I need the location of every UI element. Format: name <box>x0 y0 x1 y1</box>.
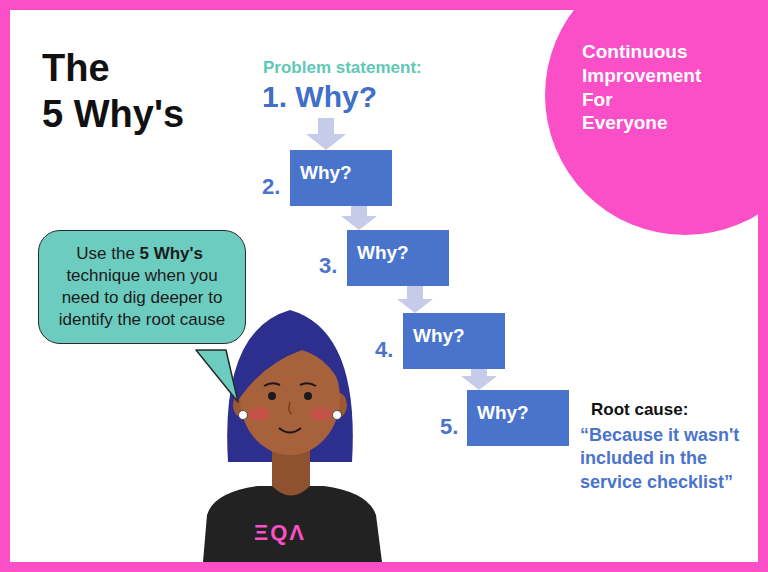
bubble-text: Use the 5 Why's technique when you need to… <box>53 243 231 331</box>
flow-arrow <box>397 286 433 313</box>
flow-arrow <box>306 118 346 150</box>
root-cause-label: Root cause: <box>591 400 688 420</box>
flow-arrow <box>461 369 497 390</box>
why-box: Why? <box>467 390 569 446</box>
step-number: 5. <box>440 414 458 440</box>
why-box: Why? <box>290 150 392 206</box>
box-text: Why? <box>357 242 409 264</box>
badge-text: Continuous Improvement For Everyone <box>582 40 701 135</box>
shirt-logo: ΞQΛ <box>254 520 306 546</box>
why-box: Why? <box>403 313 505 369</box>
step-number: 2. <box>262 174 280 200</box>
step-heading: 1. Why? <box>262 80 377 114</box>
bubble-phrase: Use the <box>76 244 135 263</box>
title: The 5 Why's <box>42 46 222 137</box>
box-text: Why? <box>300 162 352 184</box>
root-cause-quote: “Because it wasn't included in the servi… <box>580 424 740 494</box>
step-number: 4. <box>375 337 393 363</box>
woman-figure <box>203 310 382 562</box>
bubble-phrase: 5 Why's <box>140 244 204 263</box>
flow-arrow <box>341 206 377 230</box>
bubble-tail <box>196 350 238 402</box>
section-label: Problem statement: <box>263 58 422 78</box>
badge-line: Continuous Improvement For Everyone <box>582 40 701 135</box>
badge-circle: Continuous Improvement For Everyone <box>545 0 768 235</box>
bubble-phrase: technique when you need to dig deeper to… <box>59 266 225 329</box>
box-text: Why? <box>413 325 465 347</box>
box-text: Why? <box>477 402 529 424</box>
why-box: Why? <box>347 230 449 286</box>
step-number: 3. <box>319 253 337 279</box>
speech-bubble: Use the 5 Why's technique when you need to… <box>38 230 246 344</box>
